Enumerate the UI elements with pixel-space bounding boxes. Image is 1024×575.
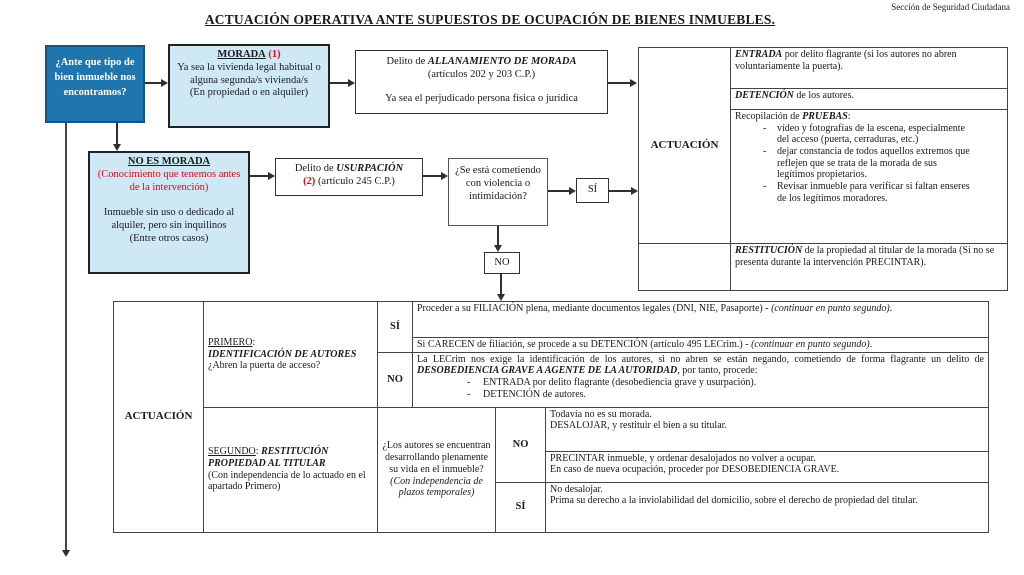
pruebas-bullet: -vídeo y fotografías de la escena, espec…: [763, 122, 965, 146]
no-morada-box: NO ES MORADA (Conocimiento que tenemos a…: [88, 151, 250, 274]
no-row-bullet: -DETENCIÓN de autores.: [467, 388, 587, 400]
start-question-box: ¿Ante que tipo de bien inmueble nos enco…: [45, 45, 145, 123]
restitucion-cell: RESTITUCIÓN de la propiedad al titular d…: [730, 243, 1008, 291]
empty-cell: [638, 243, 731, 291]
primero-yes-row1: Proceder a su FILIACIÓN plena, mediante …: [412, 301, 989, 338]
no-box: NO: [484, 252, 520, 274]
segundo-no-row1: Todavía no es su morada. DESALOJAR, y re…: [545, 406, 989, 452]
violence-question-box: ¿Se está cometiendo con violencia o inti…: [448, 158, 548, 226]
yes-box: SÍ: [576, 178, 609, 203]
usurpacion-actions-table: ACTUACIÓN PRIMERO: IDENTIFICACIÓN DE AUT…: [113, 301, 989, 533]
pruebas-cell: Recopilación de PRUEBAS: -vídeo y fotogr…: [730, 109, 1008, 244]
no-row-bullet: -ENTRADA por delito flagrante (desobedie…: [467, 377, 757, 389]
pruebas-bullet: -Revisar inmueble para verificar si falt…: [763, 181, 970, 204]
morada-actions-table: ACTUACIÓN ENTRADA por delito flagrante (…: [638, 47, 1008, 291]
segundo-yes-row: No desalojar. Prima su derecho a la invi…: [545, 481, 989, 533]
entrada-cell: ENTRADA por delito flagrante (si los aut…: [730, 47, 1008, 89]
primero-no-row: La LECrim nos exige la identificación de…: [412, 351, 989, 408]
usurpacion-box: Delito de USURPACIÓN (2) (artículo 245 C…: [275, 158, 423, 196]
segundo-no-cell: NO: [495, 406, 546, 483]
actuacion-label-morada: ACTUACIÓN: [638, 47, 731, 244]
segundo-cell: SEGUNDO: RESTITUCIÓN PROPIEDAD AL TITULA…: [203, 406, 378, 533]
pruebas-bullet: -dejar constancia de todos aquellos extr…: [763, 146, 970, 181]
primero-yes-cell: SÍ: [377, 301, 413, 353]
allanamiento-box: Delito de ALLANAMIENTO DE MORADA (artícu…: [355, 50, 608, 114]
segundo-question-cell: ¿Los autores se encuentran desarrollando…: [377, 406, 496, 533]
morada-box: MORADA (1) Ya sea la vivienda legal habi…: [168, 44, 330, 128]
detencion-cell: DETENCIÓN de los autores.: [730, 88, 1008, 110]
actuacion-label-usurpacion: ACTUACIÓN: [113, 301, 204, 533]
section-corner-note: Sección de Seguridad Ciudadana: [891, 2, 1010, 12]
primero-no-cell: NO: [377, 351, 413, 408]
primero-yes-row2: Si CARECEN de filiación, se procede a su…: [412, 337, 989, 353]
segundo-yes-cell: SÍ: [495, 481, 546, 533]
segundo-no-row2: PRECINTAR inmueble, y ordenar desalojado…: [545, 450, 989, 483]
page-title: ACTUACIÓN OPERATIVA ANTE SUPUESTOS DE OC…: [204, 12, 776, 27]
primero-cell: PRIMERO: IDENTIFICACIÓN DE AUTORES ¿Abre…: [203, 301, 378, 408]
